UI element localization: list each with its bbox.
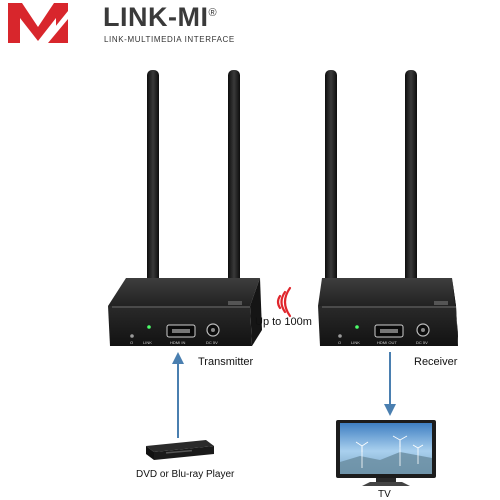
transmitter-device: O LINK HDMI IN DC 5V [108, 70, 262, 346]
input-arrow-icon [172, 352, 184, 438]
power-label: O [130, 340, 133, 345]
antenna-right [405, 70, 417, 290]
link-led-icon [355, 325, 359, 329]
brand-tagline: LINK-MULTIMEDIA INTERFACE [104, 35, 235, 44]
source-label: DVD or Blu-ray Player [136, 469, 235, 480]
link-label: LINK [351, 340, 360, 345]
brand-logo-icon [8, 3, 68, 43]
antenna-left [147, 70, 159, 290]
power-label: O [338, 340, 341, 345]
power-led-icon [130, 334, 134, 338]
distance-label: Up to 100m [255, 316, 312, 328]
tv-icon [336, 420, 436, 486]
link-label: LINK [143, 340, 152, 345]
transmitter-label: Transmitter [198, 356, 254, 368]
receiver-device: O LINK HDMI OUT DC 5V [318, 70, 458, 346]
hdmi-out-label: HDMI OUT [377, 340, 397, 345]
hdmi-in-label: HDMI IN [170, 340, 185, 345]
dvd-player-icon [146, 440, 214, 460]
registered-mark: ® [208, 7, 218, 19]
output-arrow-icon [384, 352, 396, 416]
link-led-icon [147, 325, 151, 329]
brand-name: LINK-MI® [103, 2, 218, 32]
display-label: TV [378, 489, 391, 500]
dc-label: DC 5V [206, 340, 218, 345]
antenna-left [325, 70, 337, 290]
dc-label: DC 5V [416, 340, 428, 345]
power-led-icon [338, 334, 342, 338]
antenna-right [228, 70, 240, 290]
wireless-signal-icon [276, 286, 292, 318]
receiver-label: Receiver [414, 356, 458, 368]
